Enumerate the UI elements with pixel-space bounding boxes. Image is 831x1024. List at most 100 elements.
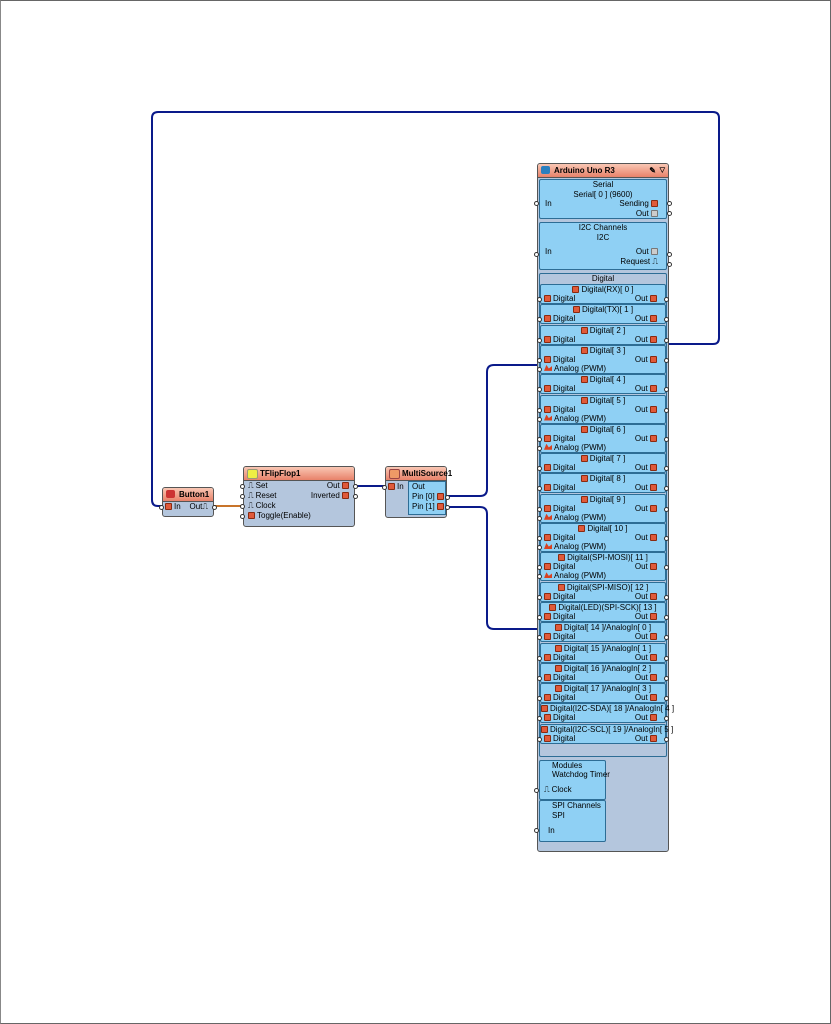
pin-digital-label: Digital: [553, 533, 576, 542]
button-in-pin[interactable]: [159, 505, 164, 510]
pin-in-pin[interactable]: [537, 466, 542, 472]
pin-digital-row: Digital: [544, 483, 575, 493]
pin-out-pin[interactable]: [664, 436, 669, 442]
ms-pin0-pin[interactable]: [445, 495, 450, 500]
wire-pin2-to-button[interactable]: [151, 111, 720, 507]
button-out-pin[interactable]: [212, 505, 217, 510]
chevron-down-icon[interactable]: ▽: [659, 167, 665, 174]
pin-out-pin[interactable]: [664, 387, 669, 393]
spi-in-pin[interactable]: [534, 828, 539, 833]
wire-pin1-to-digital13[interactable]: [446, 506, 538, 630]
pin-out-label: Out: [634, 314, 648, 324]
pin-in-pin[interactable]: [537, 614, 542, 620]
digital-icon: [544, 714, 551, 722]
pin-out-pin[interactable]: [664, 357, 669, 363]
clock-icon: ⎍: [544, 785, 550, 794]
pin-out-pin[interactable]: [664, 716, 669, 722]
tff-clock-pin[interactable]: [240, 504, 245, 509]
pin-out-pin[interactable]: [664, 466, 669, 472]
pin-digital-label: Digital: [553, 611, 576, 621]
pin-out-pin[interactable]: [664, 486, 669, 492]
pin-out-pin[interactable]: [664, 506, 669, 512]
pin-analog-pin[interactable]: [537, 545, 542, 550]
wire-pin0-to-digital3[interactable]: [446, 364, 538, 497]
button-icon: [166, 490, 175, 498]
pin-in-pin[interactable]: [537, 675, 542, 681]
ms-out-section: Out Pin [0] Pin [1]: [408, 481, 446, 515]
pin-in-pin[interactable]: [537, 357, 542, 363]
watchdog-clock-pin[interactable]: [534, 788, 539, 793]
button-header[interactable]: Button1: [163, 488, 213, 502]
i2c-request-pin[interactable]: [667, 262, 672, 267]
arduino-component[interactable]: Arduino Uno R3✎▽ Serial Serial[ 0 ] (960…: [534, 163, 674, 852]
pin-out-pin[interactable]: [664, 317, 669, 323]
tff-toggle-pin[interactable]: [240, 514, 245, 519]
pin-out-pin[interactable]: [664, 736, 669, 742]
pin-analog-pin[interactable]: [537, 574, 542, 580]
ms-in-pin[interactable]: [382, 485, 387, 490]
pin-in-pin[interactable]: [537, 436, 542, 442]
pin-out-pin[interactable]: [664, 594, 669, 600]
pin-in-pin[interactable]: [537, 716, 542, 722]
multisource-component[interactable]: MultiSource1 In Out Pin [0] Pin [1]: [382, 466, 452, 518]
pin-out-pin[interactable]: [664, 696, 669, 702]
settings-icon[interactable]: ✎: [649, 166, 656, 175]
pin-in-pin[interactable]: [537, 297, 542, 302]
pin-in-pin[interactable]: [537, 594, 542, 600]
digital-icon: [650, 434, 657, 442]
pin-out-label: Out: [634, 533, 648, 542]
pin-analog-pin[interactable]: [537, 416, 542, 422]
pin-in-pin[interactable]: [537, 655, 542, 661]
ms-pin1-pin[interactable]: [445, 505, 450, 510]
pin-out-pin[interactable]: [664, 297, 669, 302]
pin-in-pin[interactable]: [537, 736, 542, 742]
pin-analog-pin[interactable]: [537, 515, 542, 521]
pin-in-pin[interactable]: [537, 337, 542, 343]
digital-icon: [544, 295, 551, 302]
digital-icon: [650, 464, 657, 472]
pin-out-pin[interactable]: [664, 536, 669, 541]
serial-out-pin[interactable]: [667, 211, 672, 216]
pin-in-pin[interactable]: [537, 317, 542, 323]
button-component[interactable]: Button1 In Out⎍: [159, 487, 217, 517]
pin-out-pin[interactable]: [664, 675, 669, 681]
pin-in-pin[interactable]: [537, 565, 542, 571]
pin-icon: [580, 396, 588, 404]
flipflop-icon: [247, 469, 258, 479]
i2c-out-pin[interactable]: [667, 252, 672, 257]
pin-out-pin[interactable]: [664, 614, 669, 620]
tff-reset-pin[interactable]: [240, 494, 245, 499]
pin-out-pin[interactable]: [664, 337, 669, 343]
i2c-in-pin[interactable]: [534, 252, 539, 257]
multisource-header[interactable]: MultiSource1: [386, 467, 452, 481]
digital-icon: [544, 504, 551, 512]
pin-in-pin[interactable]: [537, 506, 542, 512]
pin-out-pin[interactable]: [664, 407, 669, 413]
tff-set-pin[interactable]: [240, 484, 245, 489]
pin-analog-pin[interactable]: [537, 366, 542, 372]
tflipflop-component[interactable]: TFlipFlop1 ⎍Set ⎍Reset ⎍Clock Toggle(Ena…: [240, 466, 358, 527]
pin-in-pin[interactable]: [537, 486, 542, 492]
pin-out-row: Out: [635, 562, 659, 572]
pin-in-pin[interactable]: [537, 536, 542, 541]
pin-out-pin[interactable]: [664, 655, 669, 661]
pin-in-pin[interactable]: [537, 635, 542, 641]
pin-out-pin[interactable]: [664, 565, 669, 571]
pin-in-pin[interactable]: [537, 407, 542, 413]
pin-out-row: Out: [635, 355, 659, 365]
tflipflop-header[interactable]: TFlipFlop1: [244, 467, 354, 481]
serial-in-pin[interactable]: [534, 201, 539, 206]
pin-analog-row: Analog (PWM): [544, 443, 606, 453]
pin-in-pin[interactable]: [537, 696, 542, 702]
tff-inverted-pin[interactable]: [353, 494, 358, 499]
pin-out-pin[interactable]: [664, 635, 669, 641]
pin-in-pin[interactable]: [537, 387, 542, 393]
serial-sending-pin[interactable]: [667, 201, 672, 206]
arduino-header[interactable]: Arduino Uno R3✎▽: [538, 164, 668, 178]
tff-out-pin[interactable]: [353, 484, 358, 489]
pin-analog-pin[interactable]: [537, 445, 542, 451]
